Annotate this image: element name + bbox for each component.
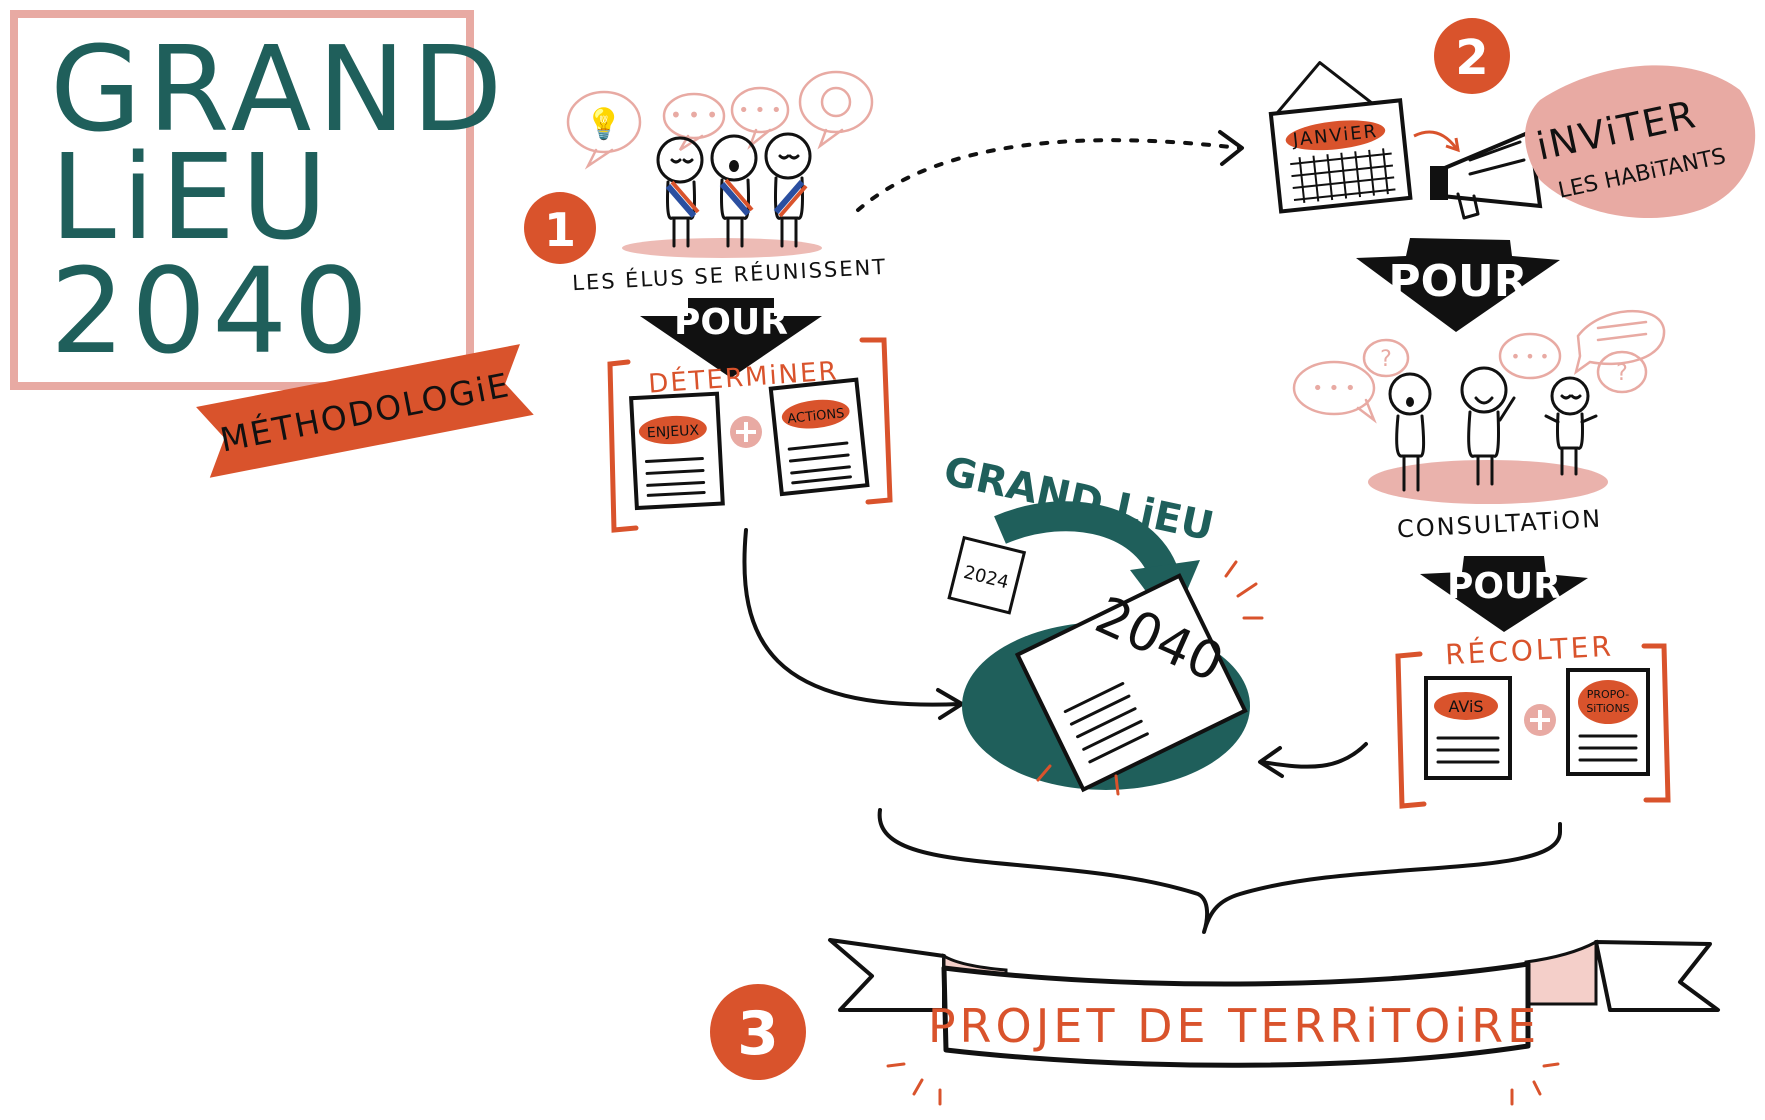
propositions-label-2: SiTiONS bbox=[1586, 702, 1629, 715]
pour-label: POUR bbox=[1388, 256, 1527, 307]
person-figure bbox=[1388, 372, 1432, 492]
step-3: 3 PROJET DE TERRiTOiRE bbox=[710, 938, 1720, 1106]
megaphone-icon bbox=[1430, 129, 1543, 220]
person-figure bbox=[710, 134, 758, 248]
gear-icon bbox=[820, 86, 852, 118]
arrow-to-center bbox=[1260, 742, 1368, 769]
step-1-number: 1 bbox=[544, 203, 576, 257]
elected-officials bbox=[656, 132, 812, 248]
actions-label: ACTiONS bbox=[787, 406, 845, 427]
arrowhead bbox=[1258, 746, 1284, 778]
dotted-arrow bbox=[856, 138, 1242, 212]
step-1-caption: LES ÉLUS SE RÉUNISSENT bbox=[572, 254, 888, 295]
dotted-arrowhead bbox=[1218, 130, 1244, 166]
step-1: 1 💡 • • • • • • bbox=[524, 70, 964, 720]
step-2-number: 2 bbox=[1455, 30, 1488, 86]
question-bubble-icon: ? bbox=[1380, 347, 1392, 372]
calendar-icon: JANViER bbox=[1268, 61, 1413, 214]
svg-text:• • •: • • • bbox=[1511, 347, 1549, 366]
step-2: 2 JANViER iNViTER LES HABiTANTS bbox=[1258, 18, 1756, 809]
recolter-block: RÉCOLTER AViS PROPO- SiTiONS bbox=[1395, 629, 1671, 809]
consultation-group: • • • ? • • • ? bbox=[1292, 309, 1666, 504]
document-card: ACTiONS bbox=[768, 377, 870, 497]
step-2-badge bbox=[1434, 18, 1510, 94]
ellipsis-bubble-icon: • • • bbox=[670, 103, 718, 127]
merge-brace bbox=[877, 808, 1562, 934]
consultation-label: CONSULTATiON bbox=[1396, 505, 1602, 544]
pour-arrow: POUR bbox=[1356, 238, 1560, 332]
enjeux-label: ENJEUX bbox=[647, 423, 700, 442]
pour-arrow: POUR bbox=[1420, 556, 1588, 632]
step-3-number: 3 bbox=[737, 999, 779, 1069]
pour-arrow: POUR bbox=[640, 298, 822, 378]
project-label: PROJET DE TERRiTOiRE bbox=[928, 999, 1540, 1053]
step-1-badge bbox=[524, 192, 596, 264]
title-line-1: GRAND bbox=[50, 20, 509, 158]
recolter-label: RÉCOLTER bbox=[1444, 629, 1614, 672]
center-label: GRAND LiEU bbox=[940, 448, 1218, 550]
title-line-3: 2040 bbox=[50, 242, 374, 380]
arrow-to-center bbox=[742, 528, 962, 707]
determine-block: DÉTERMiNER ENJEUX ACTiONS bbox=[607, 337, 893, 533]
person-figure bbox=[656, 136, 704, 248]
title-line-2: LiEU bbox=[50, 128, 333, 266]
person-figure bbox=[764, 132, 812, 248]
pour-label: POUR bbox=[674, 302, 788, 343]
document-card: PROPO- SiTiONS bbox=[1566, 668, 1650, 776]
ellipsis-bubble-icon: • • • bbox=[738, 100, 781, 121]
propositions-label-1: PROPO- bbox=[1587, 688, 1630, 701]
title-block: GRAND LiEU 2040 MÉTHODOLOGiE bbox=[10, 10, 534, 478]
svg-text:• • •: • • • bbox=[1312, 378, 1355, 399]
document-card: AViS bbox=[1424, 676, 1512, 780]
arrowhead bbox=[936, 688, 964, 720]
project-ribbon: PROJET DE TERRiTOiRE bbox=[828, 938, 1720, 1068]
title-frame bbox=[10, 10, 474, 390]
avis-label: AViS bbox=[1448, 697, 1483, 716]
ribbon-sparks bbox=[886, 1062, 1560, 1106]
year-2024-card: 2024 bbox=[947, 535, 1027, 615]
lightbulb-icon: 💡 bbox=[585, 106, 622, 142]
center-visual: GRAND LiEU 2024 2040 bbox=[940, 448, 1264, 796]
question-bubble-icon: ? bbox=[1616, 361, 1628, 386]
person-figure bbox=[1544, 376, 1598, 476]
step-3-badge bbox=[710, 984, 806, 1080]
thought-bubbles: 💡 • • • • • • bbox=[566, 70, 874, 170]
pour-label: POUR bbox=[1447, 566, 1561, 607]
year-2040-document: 2040 bbox=[1014, 573, 1248, 793]
invite-highlight bbox=[1525, 65, 1756, 219]
curved-arrow bbox=[994, 501, 1181, 585]
document-card: ENJEUX bbox=[629, 391, 725, 511]
person-figure bbox=[1460, 366, 1516, 486]
